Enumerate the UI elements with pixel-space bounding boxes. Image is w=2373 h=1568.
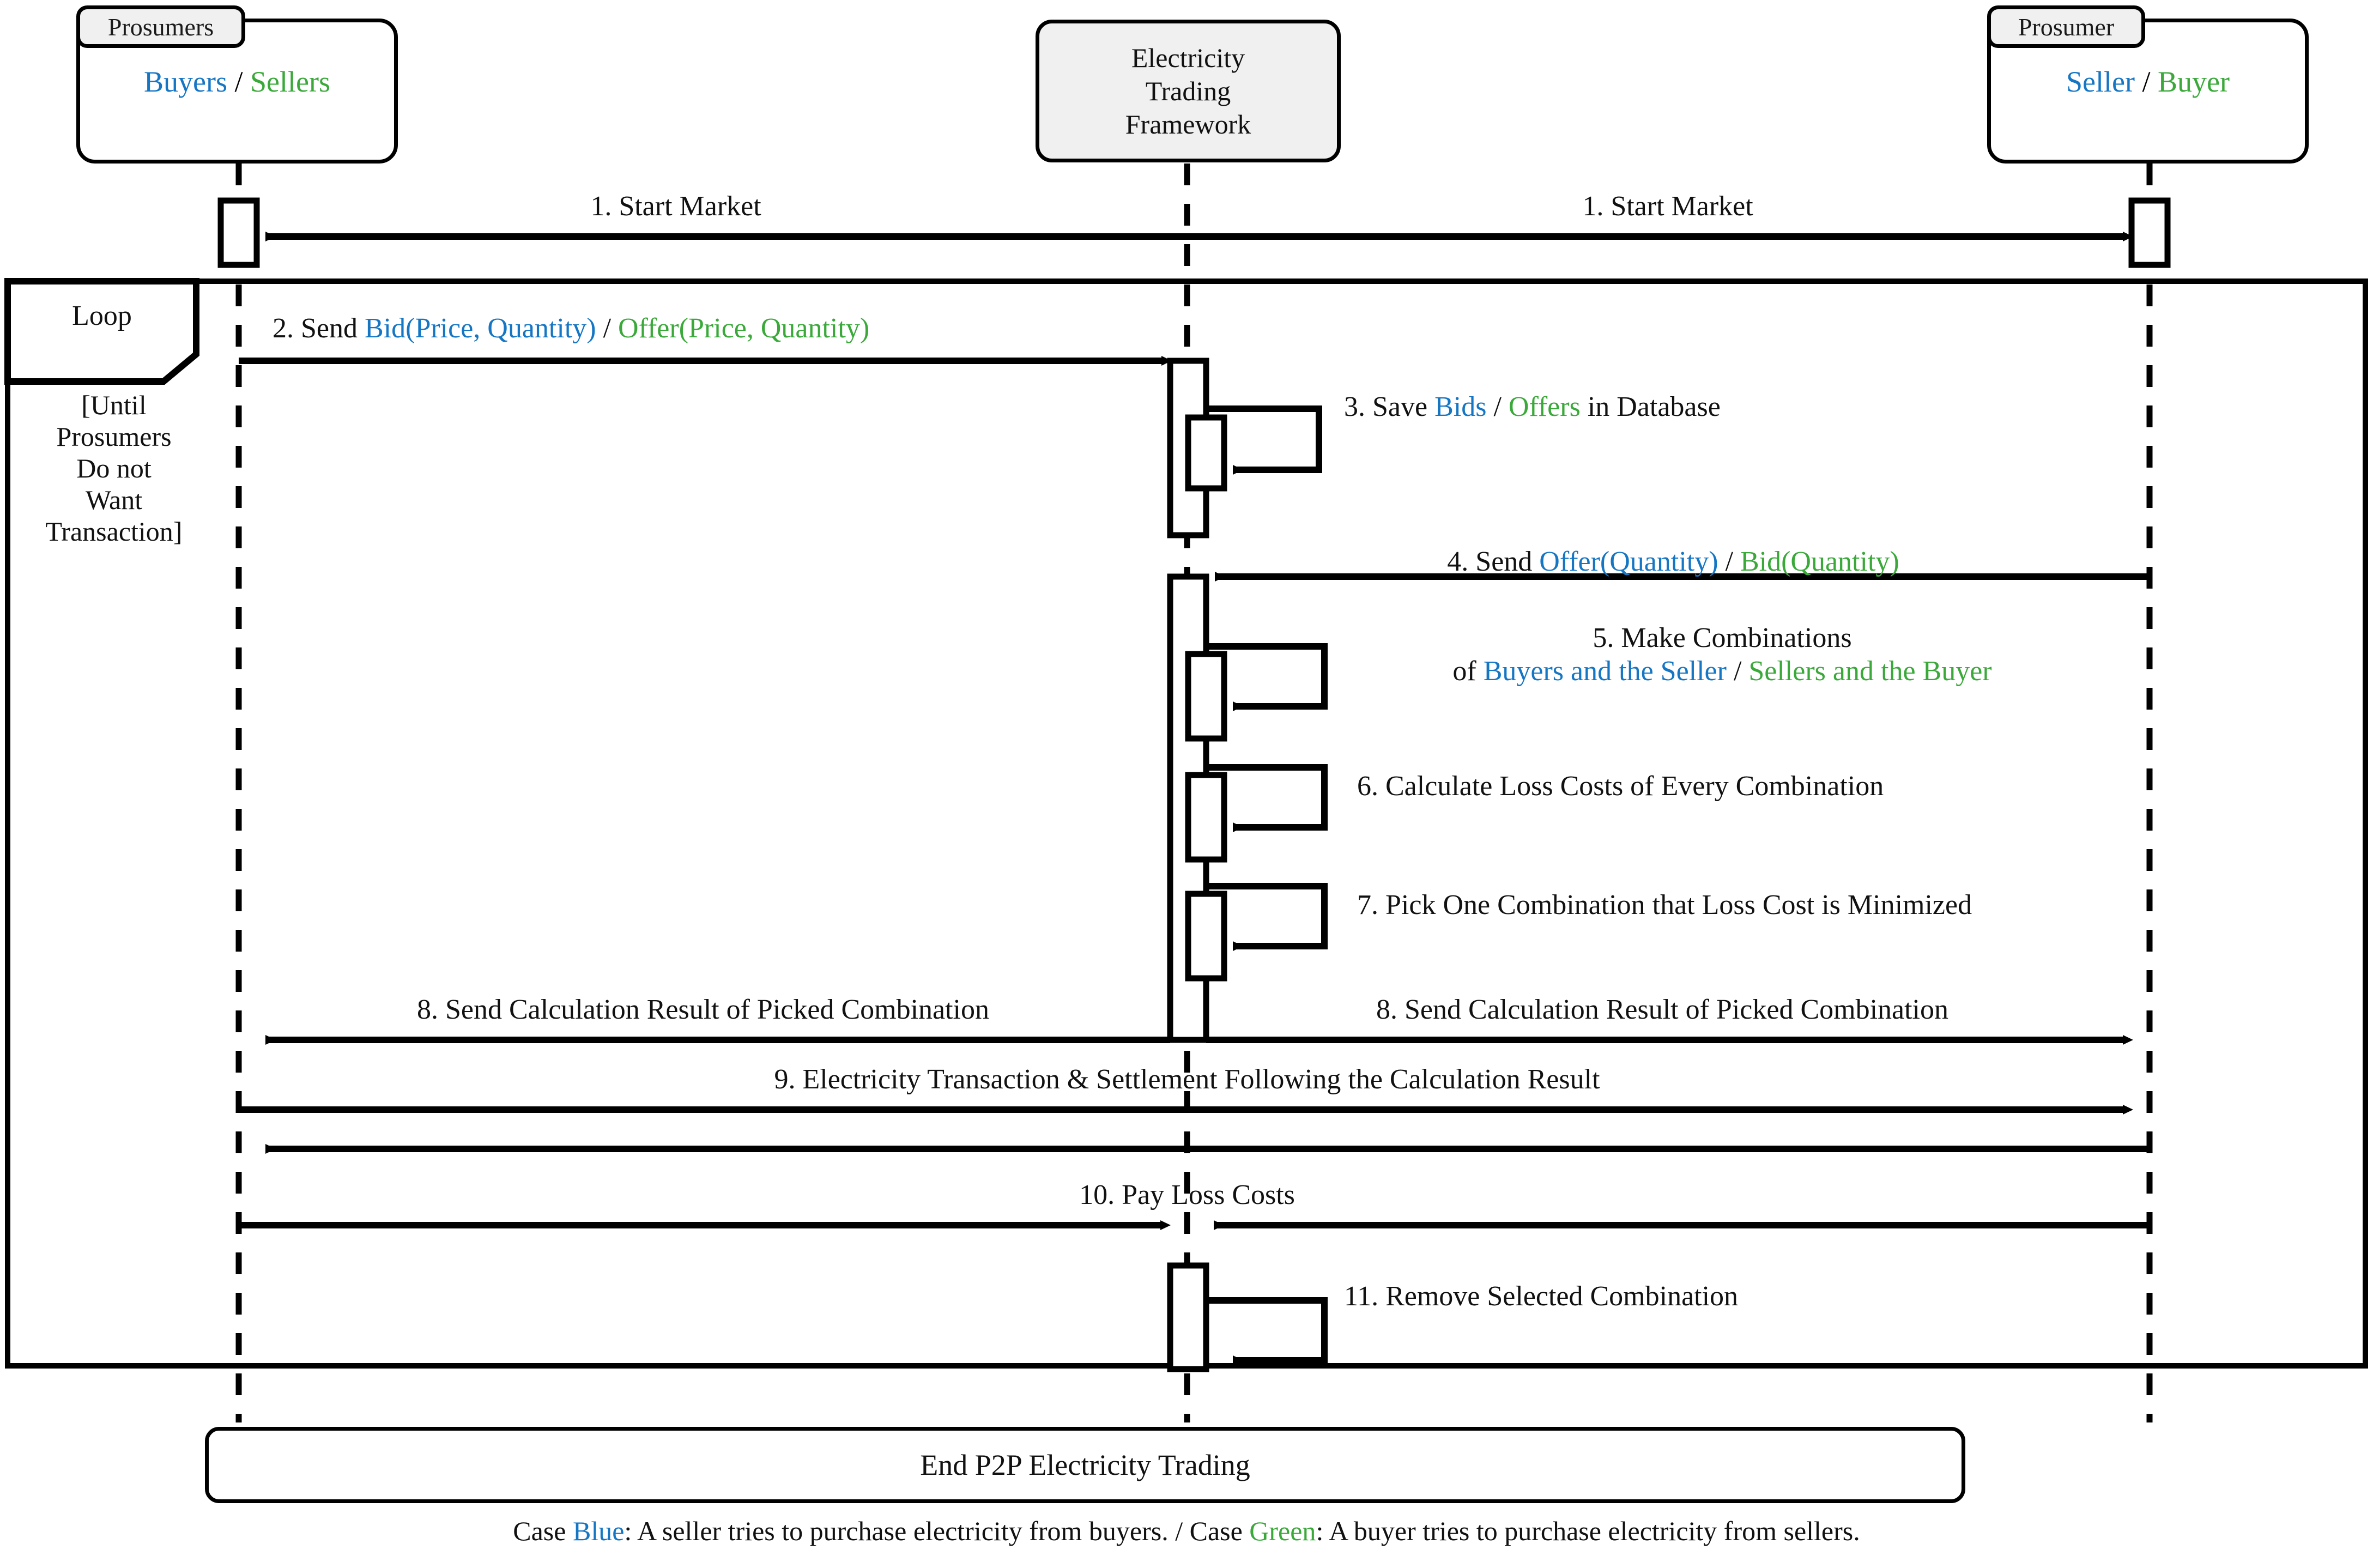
framework-line-3: Framework: [1125, 108, 1251, 140]
message-label-10: 10. Pay Loss Costs: [1079, 1179, 1295, 1210]
message-label-3: 3. Save Bids / Offers in Database: [1344, 390, 1721, 423]
activation-right-1: [2128, 197, 2171, 268]
message-label-1-right: 1. Start Market: [1582, 191, 1753, 222]
arrow-msg11-self: [1206, 1297, 1328, 1365]
msg4-blue: Offer(Quantity): [1539, 546, 1718, 577]
msg3-prefix: 3. Save: [1344, 391, 1435, 422]
loop-label: Loop: [72, 300, 132, 331]
msg5-blue: Buyers and the Seller: [1483, 656, 1727, 687]
msg3-blue: Bids: [1434, 391, 1487, 422]
msg5-sep: /: [1726, 656, 1749, 687]
msg4-prefix: 4. Send: [1447, 546, 1540, 577]
msg5-line2: of Buyers and the Seller / Sellers and t…: [1085, 655, 2360, 688]
loop-fragment-label-box: Loop: [8, 286, 196, 351]
lifeline-sub-left-sep: /: [227, 65, 250, 98]
caption-part1: Case: [513, 1516, 573, 1546]
msg2-sep: /: [596, 313, 619, 344]
msg2-blue: Bid(Price, Quantity): [365, 313, 596, 344]
message-label-5: 5. Make Combinations of Buyers and the S…: [1085, 621, 2360, 688]
lifeline-sub-left-green: Sellers: [250, 65, 330, 98]
activation-left-1: [217, 197, 260, 268]
activation-center-pick: [1185, 891, 1227, 982]
message-label-2: 2. Send Bid(Price, Quantity) / Offer(Pri…: [273, 312, 869, 345]
diagram-caption: Case Blue: A seller tries to purchase el…: [0, 1515, 2373, 1547]
msg5-line1: 5. Make Combinations: [1593, 622, 1852, 653]
lifeline-tab-prosumer-right[interactable]: Prosumer: [1987, 5, 2145, 48]
activation-center-remove: [1167, 1262, 1209, 1372]
caption-part2: : A seller tries to purchase electricity…: [624, 1516, 1250, 1546]
arrow-msg7-self: [1206, 883, 1328, 951]
lifeline-tab-prosumers-left[interactable]: Prosumers: [76, 5, 245, 48]
msg5-prefix: of: [1452, 656, 1484, 687]
caption-blue: Blue: [572, 1516, 625, 1546]
arrow-msg5-self: [1206, 643, 1328, 711]
message-label-8-left: 8. Send Calculation Result of Picked Com…: [416, 994, 990, 1025]
loop-condition: [Until Prosumers Do not Want Transaction…: [45, 390, 183, 547]
arrow-msg3-self: [1206, 405, 1322, 475]
framework-line-1: Electricity: [1131, 42, 1245, 73]
activation-center-save-inner: [1185, 414, 1227, 492]
caption-green: Green: [1249, 1516, 1316, 1546]
caption-part3: : A buyer tries to purchase electricity …: [1316, 1516, 1860, 1546]
arrow-msg6-self: [1206, 764, 1328, 832]
lifeline-sub-left-blue: Buyers: [144, 65, 227, 98]
msg4-sep: /: [1718, 546, 1740, 577]
msg5-green: Sellers and the Buyer: [1748, 656, 1992, 687]
lifeline-sub-right-sep: /: [2134, 65, 2158, 98]
message-label-7: 7. Pick One Combination that Loss Cost i…: [1357, 889, 1972, 921]
activation-center-combinations: [1185, 651, 1227, 742]
lifeline-sub-left: Buyers / Sellers: [80, 65, 394, 99]
msg3-suffix: in Database: [1580, 391, 1721, 422]
message-label-8-right: 8. Send Calculation Result of Picked Com…: [1376, 994, 1949, 1025]
msg3-sep: /: [1486, 391, 1509, 422]
message-label-9: 9. Electricity Transaction & Settlement …: [774, 1064, 1600, 1095]
end-trading-bar[interactable]: End P2P Electricity Trading: [205, 1427, 1965, 1503]
message-label-6: 6. Calculate Loss Costs of Every Combina…: [1357, 771, 1884, 802]
lifeline-sub-right-blue: Seller: [2066, 65, 2135, 98]
lifeline-header-framework[interactable]: Electricity Trading Framework: [1036, 20, 1341, 162]
lifeline-sub-right: Seller / Buyer: [1991, 65, 2305, 99]
msg4-green: Bid(Quantity): [1740, 546, 1899, 577]
message-label-11: 11. Remove Selected Combination: [1344, 1281, 1739, 1312]
activation-center-losscost: [1185, 772, 1227, 863]
msg3-green: Offers: [1508, 391, 1581, 422]
message-label-4: 4. Send Offer(Quantity) / Bid(Quantity): [1447, 545, 1899, 578]
framework-line-2: Trading: [1145, 75, 1231, 106]
lifeline-sub-right-green: Buyer: [2158, 65, 2230, 98]
msg2-green: Offer(Price, Quantity): [618, 313, 870, 344]
message-label-1-left: 1. Start Market: [590, 191, 761, 222]
msg2-prefix: 2. Send: [273, 313, 365, 344]
